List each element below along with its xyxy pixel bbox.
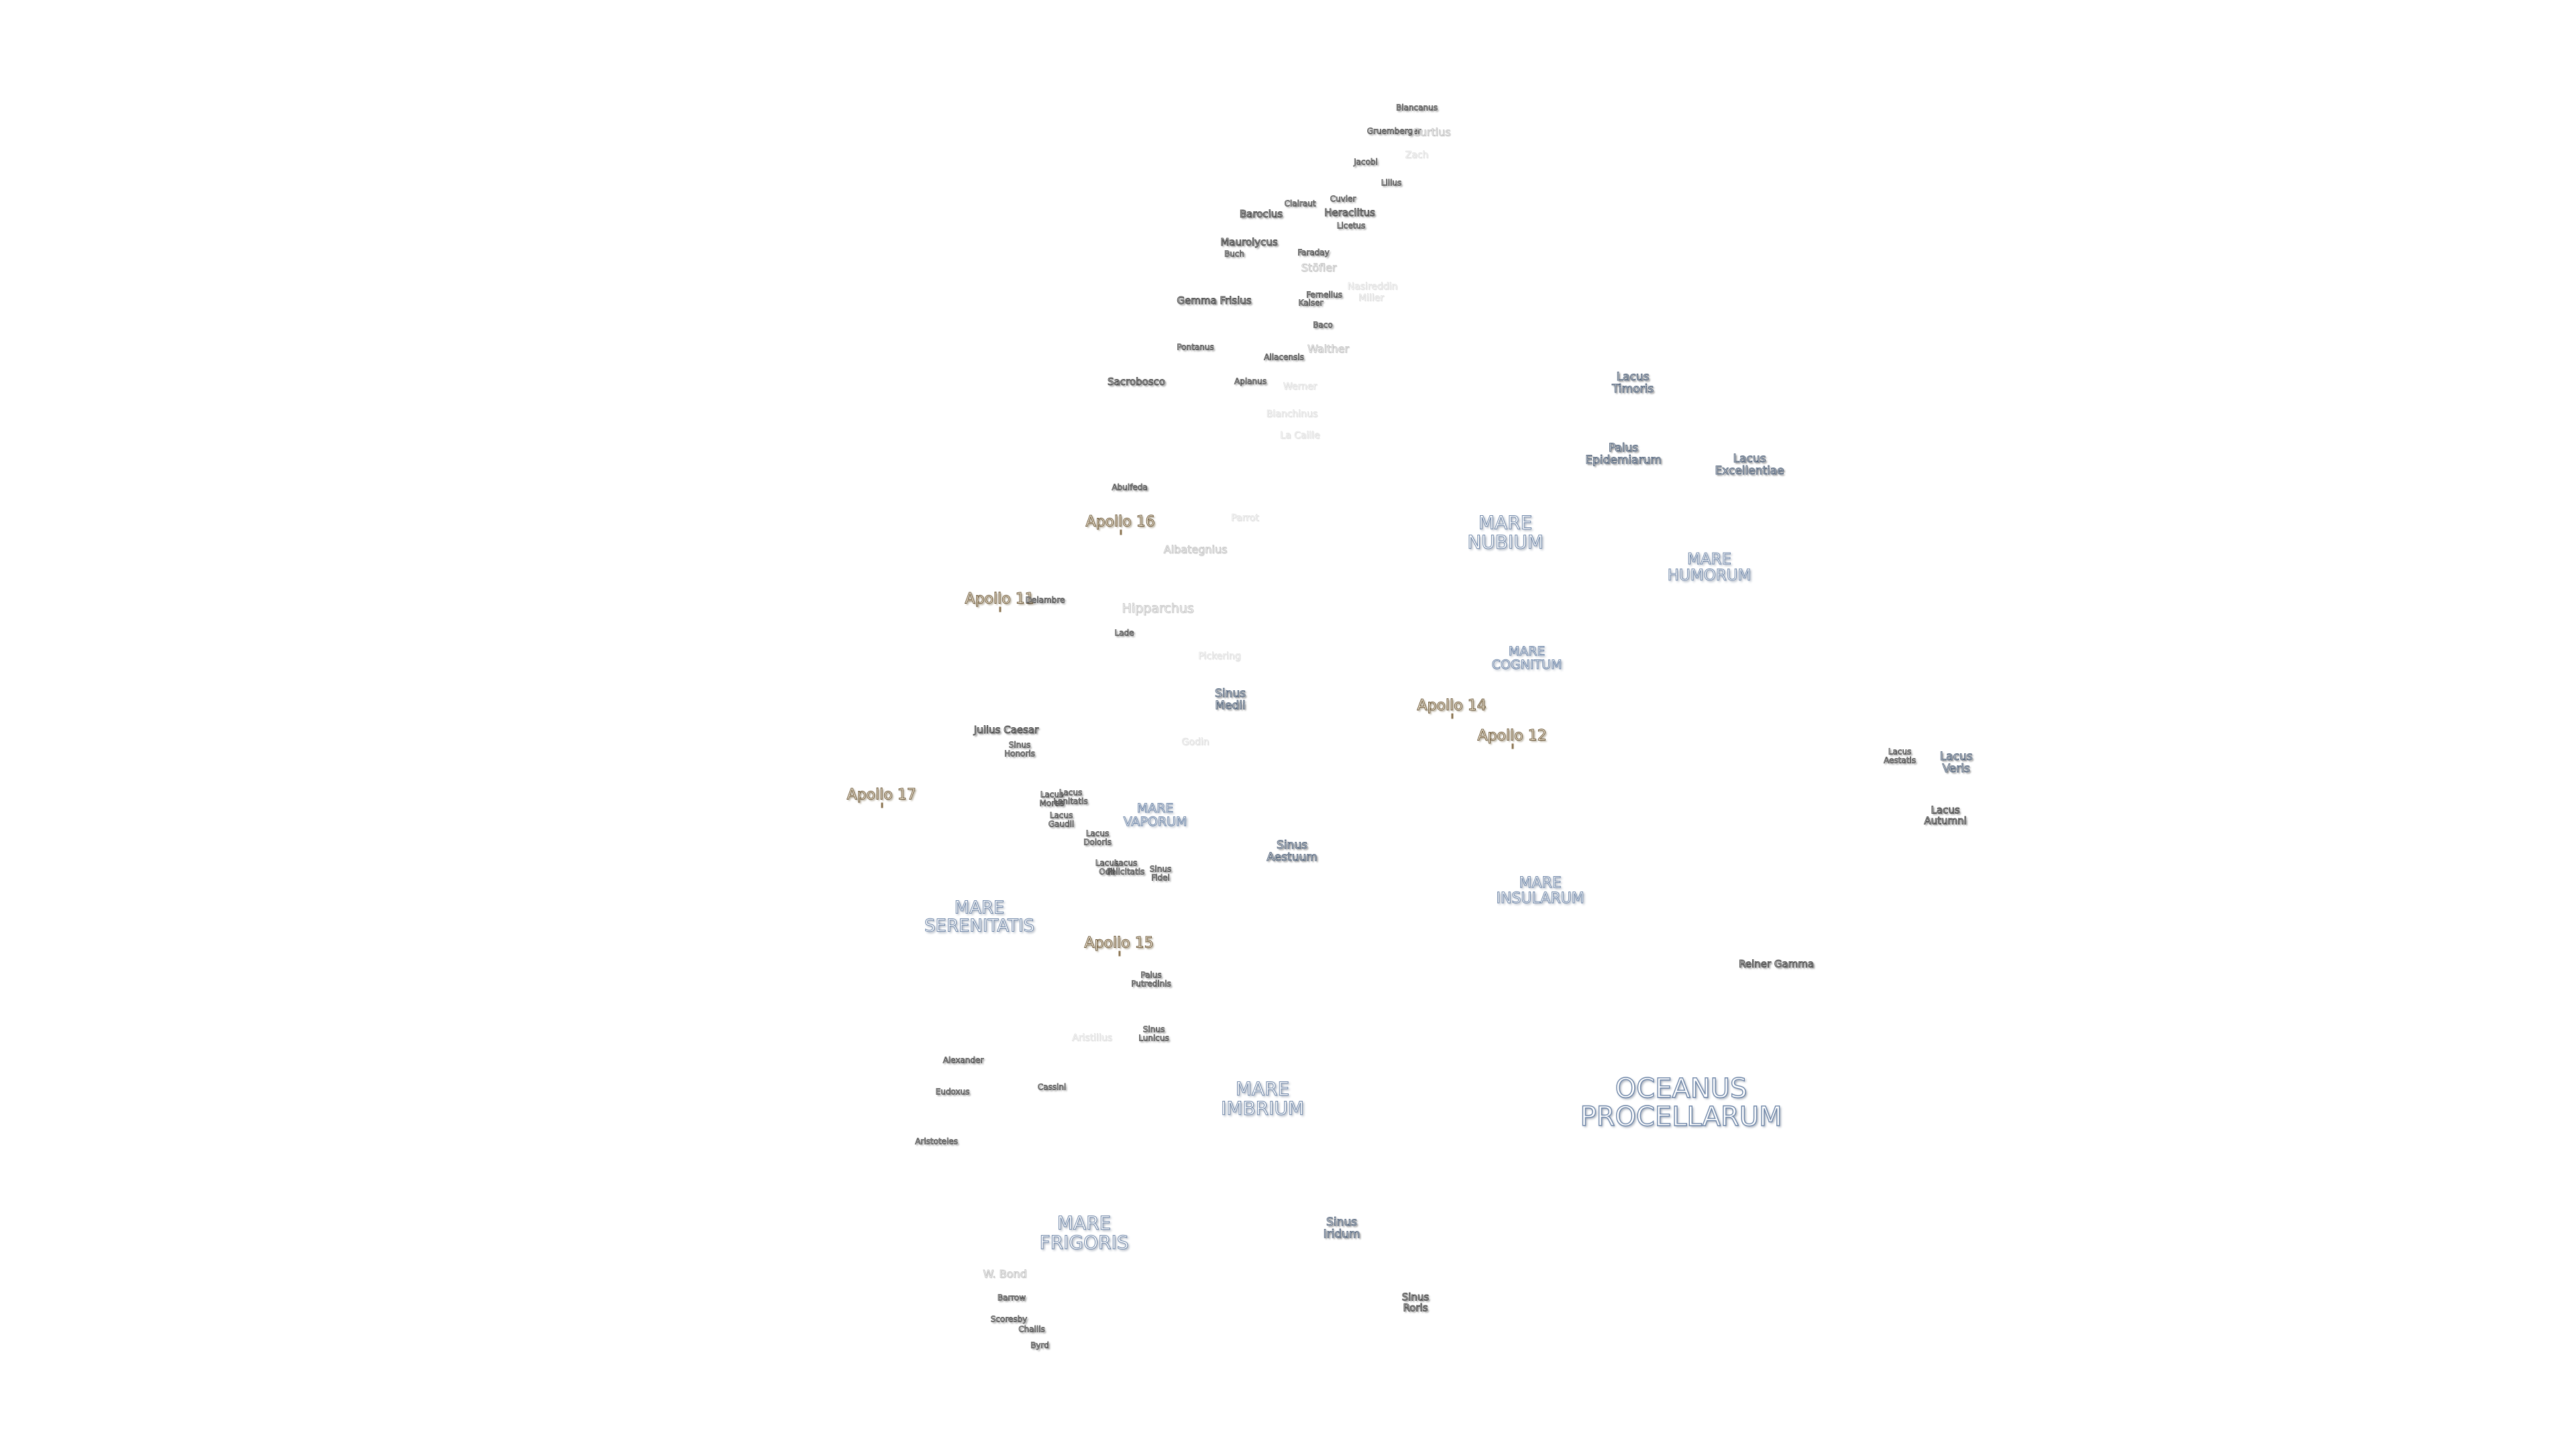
label-apollo-17[interactable]: Apollo 17: [847, 786, 916, 808]
label-baco: Baco: [1313, 320, 1333, 330]
label-curtius: Curtius: [1412, 125, 1451, 139]
label-lade: Lade: [1114, 628, 1134, 638]
label-faraday: Faraday: [1297, 248, 1330, 258]
label-fernelius: Fernelius: [1306, 290, 1343, 300]
label-clairaut: Clairaut: [1284, 199, 1316, 209]
label-byrd: Byrd: [1030, 1340, 1049, 1350]
label-barocius: Barocius: [1239, 208, 1283, 221]
label-alexander: Alexander: [943, 1055, 984, 1065]
label-kaiser: Kaiser: [1298, 298, 1324, 308]
label-buch: Buch: [1224, 249, 1245, 259]
label-reiner-gamma: Reiner Gamma: [1738, 958, 1815, 971]
label-aristillus: Aristillus: [1072, 1032, 1112, 1044]
label-sacrobosco: Sacrobosco: [1108, 376, 1166, 388]
label-nasireddin: Nasireddin: [1347, 281, 1398, 292]
label-gemma-frisius: Gemma Frisius: [1177, 294, 1252, 307]
label-barrow: Barrow: [997, 1293, 1026, 1303]
label-cuvier: Cuvier: [1330, 194, 1356, 204]
label-julius-caesar: Julius Caesar: [973, 724, 1039, 737]
label-scoresby: Scoresby: [990, 1314, 1028, 1324]
label-pickering: Pickering: [1198, 651, 1241, 662]
label-apollo-14[interactable]: Apollo 14: [1417, 697, 1487, 719]
label-la-caille: La Caille: [1280, 430, 1320, 441]
label-aristoteles: Aristoteles: [915, 1136, 959, 1146]
label-apollo-16[interactable]: Apollo 16: [1085, 513, 1155, 535]
label-licetus: Licetus: [1336, 221, 1366, 231]
label-maurolycus: Maurolycus: [1220, 236, 1278, 249]
label-abulfeda: Abulfeda: [1112, 482, 1148, 492]
label-cassini: Cassini: [1037, 1082, 1067, 1092]
label-apollo-15[interactable]: Apollo 15: [1084, 934, 1154, 957]
label-hipparchus: Hipparchus: [1122, 601, 1194, 616]
label-walther: Walther: [1307, 342, 1350, 356]
label-apollo-11[interactable]: Apollo 11: [965, 590, 1034, 612]
label-w-bond: W. Bond: [983, 1267, 1027, 1281]
label-eudoxus: Eudoxus: [935, 1087, 970, 1097]
label-jacobi: Jacobi: [1354, 157, 1379, 167]
label-parrot: Parrot: [1231, 513, 1259, 524]
label-gruemberger: Gruemberger: [1366, 126, 1421, 136]
label-challis: Challis: [1018, 1324, 1045, 1334]
label-albategnius: Albategnius: [1163, 543, 1228, 556]
label-apianus: Apianus: [1234, 376, 1267, 386]
label-blanchinus: Blanchinus: [1266, 409, 1318, 420]
label-heraclitus: Heraclitus: [1324, 207, 1376, 219]
label-pontanus: Pontanus: [1177, 342, 1214, 352]
label-lilius: Lilius: [1381, 178, 1402, 188]
label-aliacensis: Aliacensis: [1264, 352, 1304, 362]
label-godin: Godin: [1181, 737, 1210, 748]
label-werner: Werner: [1283, 381, 1318, 392]
label-delambre: Delambre: [1025, 595, 1065, 605]
label-zach: Zach: [1405, 150, 1429, 161]
label-apollo-12[interactable]: Apollo 12: [1477, 727, 1547, 749]
label-blancanus: Blancanus: [1396, 103, 1438, 113]
label-stofler: Stöfler: [1301, 261, 1337, 274]
label-miller: Miller: [1358, 292, 1385, 304]
